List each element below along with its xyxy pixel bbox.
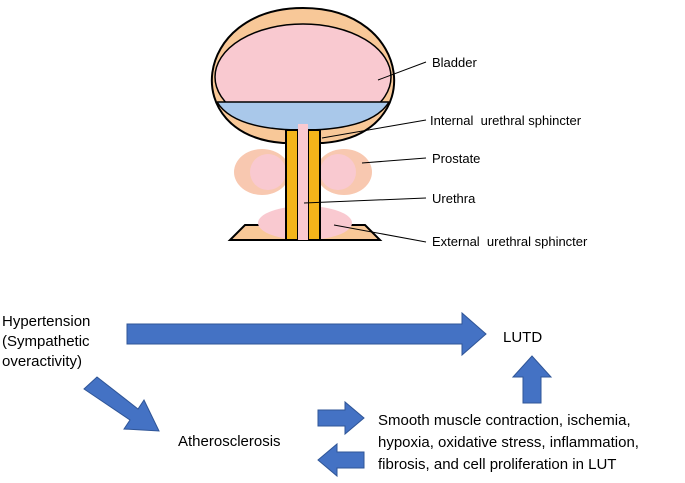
prostate-leader [361,157,427,164]
arrow-mechanisms-to-atherosclerosis [317,442,365,478]
label-urethra: Urethra [432,191,476,206]
arrow-atherosclerosis-to-mechanisms [317,400,365,436]
label-external-sphincter: External urethral sphincter [432,234,588,249]
prostate-right-inner [320,154,356,190]
mechanisms-line-2: hypoxia, oxidative stress, inflammation, [378,434,639,451]
label-prostate: Prostate [432,151,480,166]
flow-diagram: Hypertension (Sympathetic overactivity) … [2,311,643,478]
urine-fill [217,102,389,130]
urethra-lumen [298,124,308,240]
hypertension-label: Hypertension (Sympathetic overactivity) [2,313,95,370]
atherosclerosis-label: Atherosclerosis [178,433,281,450]
mechanisms-line-1: Smooth muscle contraction, ischemia, [378,412,631,429]
arrow-hypertension-to-lutd [126,311,487,357]
urethra-left-wall [285,129,299,241]
hypertension-line-1: Hypertension [2,313,90,330]
urethra-leader [303,197,427,204]
internal-sphincter-leader [321,119,427,139]
urethra-right-wall [307,129,321,241]
hypertension-line-2: (Sympathetic [2,333,90,350]
label-bladder: Bladder [432,55,477,70]
arrow-mechanisms-to-lutd [511,355,553,404]
mechanisms-line-3: fibrosis, and cell proliferation in LUT [378,456,616,473]
label-internal-sphincter: Internal urethral sphincter [430,113,582,128]
prostate-left-inner [250,154,286,190]
mechanisms-label: Smooth muscle contraction, ischemia, hyp… [378,412,643,473]
external-sphincter-leader [333,224,427,243]
bladder-leader [377,61,427,81]
anatomy-illustration: Bladder Internal urethral sphincter Pros… [210,6,588,249]
arrow-hypertension-to-atherosclerosis [83,376,160,432]
hypertension-line-3: overactivity) [2,353,82,370]
lutd-label: LUTD [503,329,542,346]
